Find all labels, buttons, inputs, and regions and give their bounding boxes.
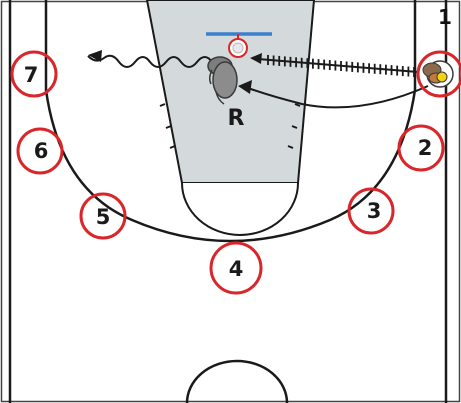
spot-label-1: 1: [438, 5, 452, 29]
spot-label-3: 3: [367, 199, 382, 223]
rebounder-label: R: [228, 106, 245, 131]
spot-label-7: 7: [24, 63, 39, 87]
spot-rings: [10, 50, 461, 295]
spot-ring-5: [79, 192, 127, 240]
free-throw-circle: [181, 182, 299, 236]
spot-ring-3: [347, 187, 395, 235]
spot-ring-2: [397, 124, 445, 172]
spot-ring-1: [416, 50, 461, 98]
three-point-arc: [44, 0, 417, 243]
basket-net: [232, 42, 244, 54]
spot-label-2: 2: [418, 136, 433, 160]
dribble-path: [87, 50, 213, 68]
spot-ring-6: [16, 127, 64, 175]
dribble-arrowhead: [88, 50, 102, 62]
center-circle: [185, 359, 289, 403]
cut-arrowhead: [238, 80, 252, 94]
lane-hash-marks: [159, 103, 301, 149]
spot-ring-4: [209, 241, 263, 295]
spot-label-4: 4: [229, 257, 244, 281]
pass-arrowhead: [250, 53, 262, 64]
rebounder-figure: [207, 56, 238, 105]
spot-label-5: 5: [96, 205, 111, 229]
basketball: [436, 71, 448, 83]
pass-line: [250, 53, 419, 77]
spot-label-6: 6: [34, 139, 49, 163]
cut-path: [238, 80, 429, 109]
spot-ring-7: [10, 50, 58, 98]
